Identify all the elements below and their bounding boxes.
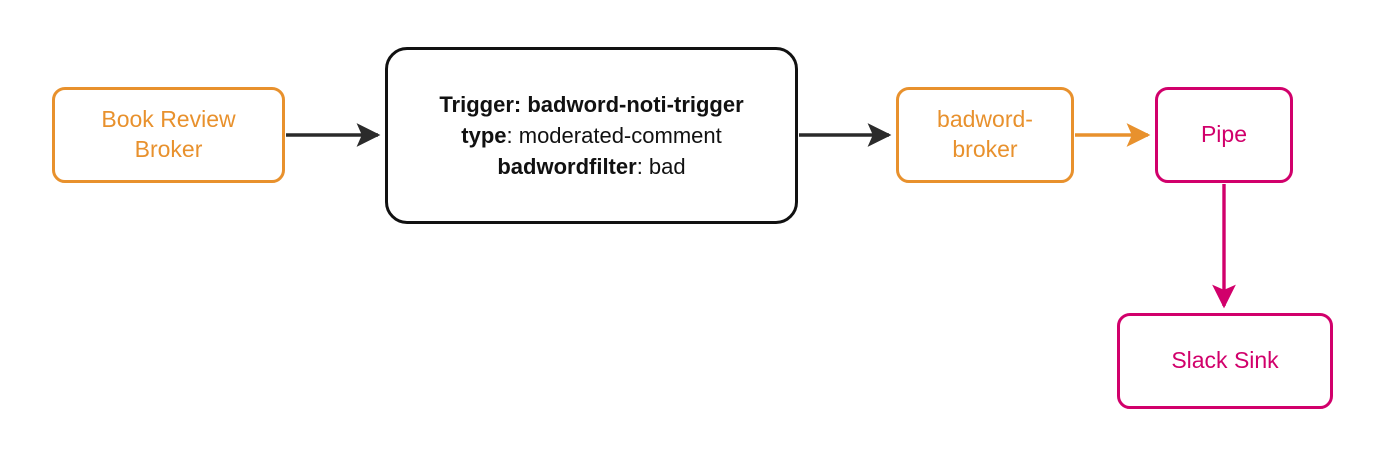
trigger-line-badwordfilter: badwordfilter: bad [497,151,685,182]
trigger-line-badwordfilter-key: badwordfilter [497,154,637,180]
trigger-line-name: Trigger: badword-noti-trigger [439,89,743,120]
trigger-line-type-key: type [461,122,507,148]
trigger-line-type-value: moderated-comment [518,122,722,148]
trigger-line-type: type: moderated-comment [461,120,721,151]
trigger-line-badwordfilter-separator: : [636,154,649,180]
trigger-line-type-separator: : [506,122,519,148]
trigger-line-name-value: badword-noti-trigger [527,91,744,117]
node-pipe[interactable]: Pipe [1155,87,1293,183]
node-badword-broker-label: badword- broker [937,106,1033,162]
node-slack-sink-label: Slack Sink [1171,347,1279,374]
node-trigger[interactable]: Trigger: badword-noti-trigger type: mode… [385,47,798,224]
trigger-line-badwordfilter-value: bad [648,154,686,180]
node-badword-broker[interactable]: badword- broker [896,87,1074,183]
trigger-line-name-key: Trigger: [439,91,522,117]
node-book-review-broker-label: Book Review Broker [101,106,236,162]
node-slack-sink[interactable]: Slack Sink [1117,313,1333,409]
node-book-review-broker[interactable]: Book Review Broker [52,87,285,183]
node-pipe-label: Pipe [1200,121,1248,148]
